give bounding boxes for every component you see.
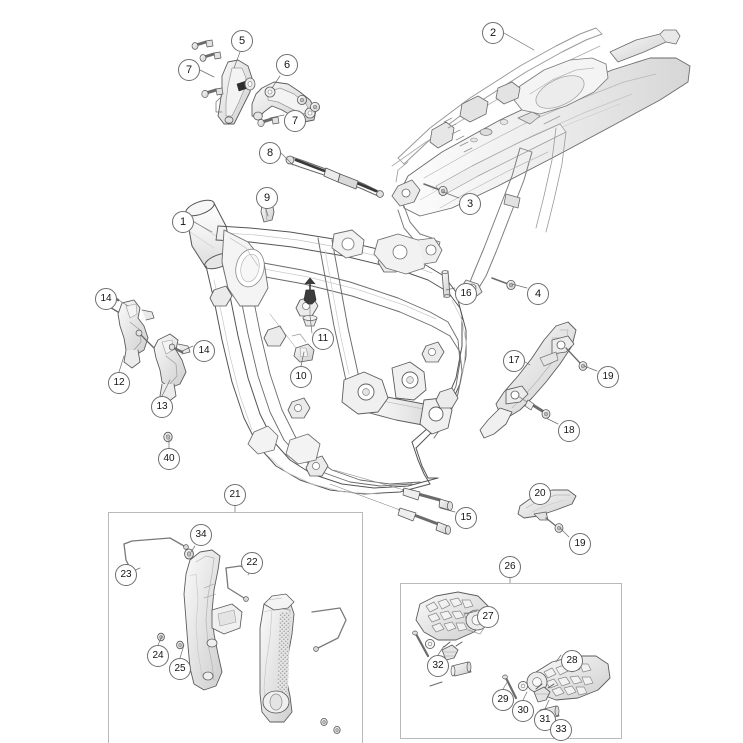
callout-2[interactable]: 2 [482, 22, 504, 44]
inset-box-26 [400, 583, 622, 739]
part-21-frame-guard-right [259, 593, 295, 723]
callout-29[interactable]: 29 [492, 689, 514, 711]
part-17-footrest-bracket [479, 321, 577, 439]
part-8-brace-rod [285, 155, 384, 198]
callout-13[interactable]: 13 [151, 396, 173, 418]
part-30-washer-left [424, 638, 436, 650]
callout-14[interactable]: 14 [193, 340, 215, 362]
part-21-frame-guard-left [183, 549, 243, 691]
part-25-nut [176, 640, 184, 650]
callout-1[interactable]: 1 [172, 211, 194, 233]
leader-line-11 [309, 315, 313, 334]
callout-7[interactable]: 7 [178, 59, 200, 81]
callout-26[interactable]: 26 [499, 556, 521, 578]
callout-32[interactable]: 32 [427, 655, 449, 677]
callout-11[interactable]: 11 [312, 328, 334, 350]
part-31-spring-right [533, 683, 555, 703]
part-1-main-frame [185, 199, 467, 495]
leader-line-1 [193, 221, 213, 233]
leader-line-9 [265, 208, 269, 217]
leader-line-29 [502, 680, 509, 690]
leader-line-32 [437, 645, 445, 656]
callout-12[interactable]: 12 [108, 372, 130, 394]
part-30-washer-right [517, 680, 529, 692]
leader-line-34 [190, 545, 196, 553]
inset-box-21 [108, 512, 363, 743]
callout-18[interactable]: 18 [558, 420, 580, 442]
callout-19[interactable]: 19 [569, 533, 591, 555]
callout-5[interactable]: 5 [231, 30, 253, 52]
leader-line-27 [464, 610, 478, 615]
leader-line-2 [503, 32, 535, 51]
callout-3[interactable]: 3 [459, 193, 481, 215]
leader-line-19 [559, 527, 570, 538]
callout-28[interactable]: 28 [561, 650, 583, 672]
part-40-nut [163, 431, 173, 443]
part-15-bolts [329, 469, 453, 535]
part-18-bolt [517, 395, 551, 419]
callout-19[interactable]: 19 [597, 366, 619, 388]
leader-line-31 [544, 699, 550, 710]
part-24b-screw [320, 718, 328, 727]
part-11-clip [302, 277, 318, 327]
leader-line-14 [179, 345, 194, 353]
callout-33[interactable]: 33 [550, 719, 572, 741]
callout-8[interactable]: 8 [259, 142, 281, 164]
part-33-bushing-left [450, 661, 472, 677]
part-19b-bolt [545, 517, 564, 533]
callout-34[interactable]: 34 [190, 524, 212, 546]
callout-22[interactable]: 22 [241, 552, 263, 574]
callout-15[interactable]: 15 [455, 507, 477, 529]
callout-25[interactable]: 25 [169, 658, 191, 680]
callout-9[interactable]: 9 [256, 187, 278, 209]
callout-7[interactable]: 7 [284, 110, 306, 132]
part-19a-bolt [565, 347, 588, 371]
leader-line-6 [271, 75, 281, 89]
leader-line-14 [116, 298, 129, 307]
callout-6[interactable]: 6 [276, 54, 298, 76]
callout-16[interactable]: 16 [455, 283, 477, 305]
callout-30[interactable]: 30 [512, 700, 534, 722]
leader-line-4 [511, 283, 528, 289]
leader-line-16 [445, 287, 456, 291]
leader-line-18 [545, 417, 559, 425]
part-32-retainer [429, 681, 443, 687]
leader-line-8 [280, 152, 294, 166]
leader-line-12 [118, 355, 125, 373]
callout-24[interactable]: 24 [147, 645, 169, 667]
callout-23[interactable]: 23 [115, 564, 137, 586]
part-3-bolt [423, 183, 448, 196]
callout-10[interactable]: 10 [290, 366, 312, 388]
leader-line-13 [161, 379, 171, 397]
leader-line-5 [233, 51, 241, 69]
part-7-bolts [191, 39, 320, 127]
part-23b-wire [311, 607, 347, 652]
callout-40[interactable]: 40 [158, 448, 180, 470]
leader-line-7 [269, 114, 285, 119]
callout-21[interactable]: 21 [224, 484, 246, 506]
callout-17[interactable]: 17 [503, 350, 525, 372]
part-13-wire-guide-right [135, 329, 191, 403]
callout-14[interactable]: 14 [95, 288, 117, 310]
leader-line-3 [442, 191, 460, 199]
leader-line-10 [300, 351, 305, 367]
leader-line-24 [157, 635, 163, 646]
leader-line-25 [179, 644, 185, 659]
callout-27[interactable]: 27 [477, 606, 499, 628]
leader-line-30 [522, 691, 528, 701]
leader-line-19 [583, 365, 598, 372]
part-2-subframe [391, 27, 691, 299]
part-29-pin-left [412, 630, 430, 658]
leader-line-28 [555, 654, 562, 663]
part-16-spacer [441, 270, 451, 298]
leader-line-7 [199, 69, 215, 78]
callout-20[interactable]: 20 [529, 483, 551, 505]
leader-line-15 [439, 507, 456, 513]
part-12-wire-guide-left [97, 295, 155, 369]
part-25b-nut [333, 726, 341, 735]
callout-4[interactable]: 4 [527, 283, 549, 305]
